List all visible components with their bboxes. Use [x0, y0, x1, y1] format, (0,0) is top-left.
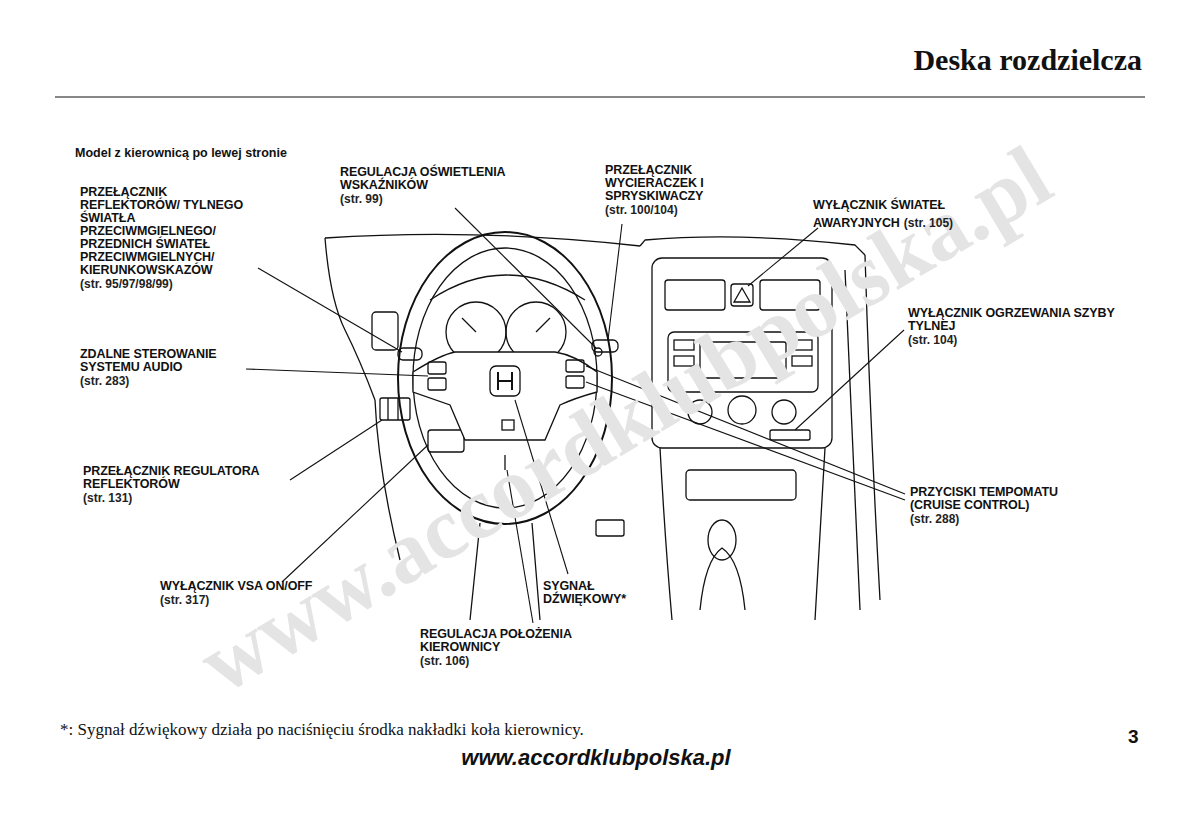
- page-reference: (str. 95/97/98/99): [80, 277, 258, 291]
- page-title: Deska rozdzielcza: [913, 42, 1142, 78]
- label-group: REGULACJA POŁOŻENIA KIEROWNICY(str. 106): [420, 628, 605, 668]
- cluster-hood: [430, 275, 585, 300]
- pedal: [596, 520, 624, 536]
- callout-label: PRZEŁĄCZNIK REFLEKTORÓW/ TYLNEGO ŚWIATŁA…: [80, 186, 258, 277]
- label-group: PRZEŁĄCZNIK REGULATORA REFLEKTORÓW(str. …: [83, 465, 288, 505]
- page-reference: (str. 288): [910, 512, 1088, 526]
- dimmer-knob: [594, 348, 602, 356]
- cruise-button: [566, 360, 584, 372]
- callout-label: SYGNAŁ DŹWIĘKOWY*: [543, 580, 643, 606]
- callout-label: ZDALNE STEROWANIE SYSTEMU AUDIO: [80, 348, 265, 374]
- label-group: www.accordklubpolska.pl: [0, 745, 1196, 771]
- shifter-boot: [700, 548, 745, 610]
- callout-label: WYŁĄCZNIK OGRZEWANIA SZYBY TYLNEJ: [908, 307, 1123, 333]
- climate-knob: [772, 400, 796, 424]
- website-url: www.accordklubpolska.pl: [0, 745, 1196, 771]
- leader-line: [455, 208, 596, 348]
- label-group: *: Sygnał dźwiękowy działa po naciśnięci…: [60, 720, 1060, 740]
- label-group: PRZEŁĄCZNIK WYCIERACZEK I SPRYSKIWACZY(s…: [605, 164, 735, 217]
- switch-divider: [387, 398, 388, 420]
- page-number: 3: [1128, 726, 1158, 748]
- center-vent: [665, 280, 725, 310]
- page-reference: (str. 131): [83, 491, 288, 505]
- label-group: Model z kierownicą po lewej stronie: [75, 146, 475, 160]
- callout-label: WYŁĄCZNIK VSA ON/OFF: [160, 580, 360, 593]
- callout-label: PRZYCISKI TEMPOMATU (CRUISE CONTROL): [910, 486, 1088, 512]
- page-reference: (str. 100/104): [605, 203, 735, 217]
- leader-line: [246, 369, 428, 376]
- headlight-stalk: [398, 348, 422, 360]
- console-tray: [686, 470, 796, 500]
- callout-label: PRZEŁĄCZNIK REGULATORA REFLEKTORÓW: [83, 465, 288, 491]
- callout-label: PRZEŁĄCZNIK WYCIERACZEK I SPRYSKIWACZY: [605, 164, 735, 203]
- switch-panel: [380, 398, 410, 420]
- leader-line: [608, 224, 622, 340]
- honda-emblem: [490, 366, 520, 396]
- model-note: Model z kierownicą po lewej stronie: [75, 146, 475, 160]
- callout-label: REGULACJA OŚWIETLENIA WSKAŹNIKÓW: [340, 166, 535, 192]
- label-group: SYGNAŁ DŹWIĘKOWY*: [543, 580, 643, 606]
- footnote: *: Sygnał dźwiękowy działa po naciśnięci…: [60, 720, 1060, 740]
- audio-remote-button: [428, 362, 446, 374]
- page-reference: (str. 105): [904, 216, 953, 230]
- wiper-stalk: [592, 340, 618, 352]
- label-group: ZDALNE STEROWANIE SYSTEMU AUDIO(str. 283…: [80, 348, 265, 388]
- page-reference: (str. 283): [80, 374, 265, 388]
- gauge-needle: [536, 318, 550, 332]
- dash-left: [325, 238, 375, 400]
- label-group: 3: [1128, 726, 1158, 748]
- console-lower: [660, 448, 825, 620]
- page-reference: (str. 104): [908, 333, 1123, 347]
- label-group: PRZYCISKI TEMPOMATU (CRUISE CONTROL)(str…: [910, 486, 1088, 526]
- audio-remote-button: [428, 378, 446, 390]
- shifter-knob: [708, 520, 736, 560]
- leader-line: [290, 420, 382, 480]
- callout-label: REGULACJA POŁOŻENIA KIEROWNICY: [420, 628, 605, 654]
- page-reference: (str. 317): [160, 593, 360, 607]
- page-reference: (str. 99): [340, 192, 535, 206]
- label-group: WYŁĄCZNIK OGRZEWANIA SZYBY TYLNEJ(str. 1…: [908, 307, 1123, 347]
- page-reference: (str. 106): [420, 654, 605, 668]
- gauge-needle: [462, 318, 476, 332]
- side-vent: [372, 312, 398, 350]
- dash-switch: [428, 430, 464, 452]
- label-group: REGULACJA OŚWIETLENIA WSKAŹNIKÓW(str. 99…: [340, 166, 535, 206]
- header-rule: [55, 96, 1145, 97]
- label-group: WYŁĄCZNIK ŚWIATEŁ AWARYJNYCH(str. 105): [813, 195, 1001, 231]
- defrost-buttons: [770, 430, 810, 440]
- horn-mark: [502, 420, 514, 430]
- leader-line: [258, 268, 402, 352]
- cruise-button: [566, 376, 584, 388]
- label-group: PRZEŁĄCZNIK REFLEKTORÓW/ TYLNEGO ŚWIATŁA…: [80, 186, 258, 291]
- label-group: WYŁĄCZNIK VSA ON/OFF(str. 317): [160, 580, 360, 607]
- honda-h: [498, 372, 512, 390]
